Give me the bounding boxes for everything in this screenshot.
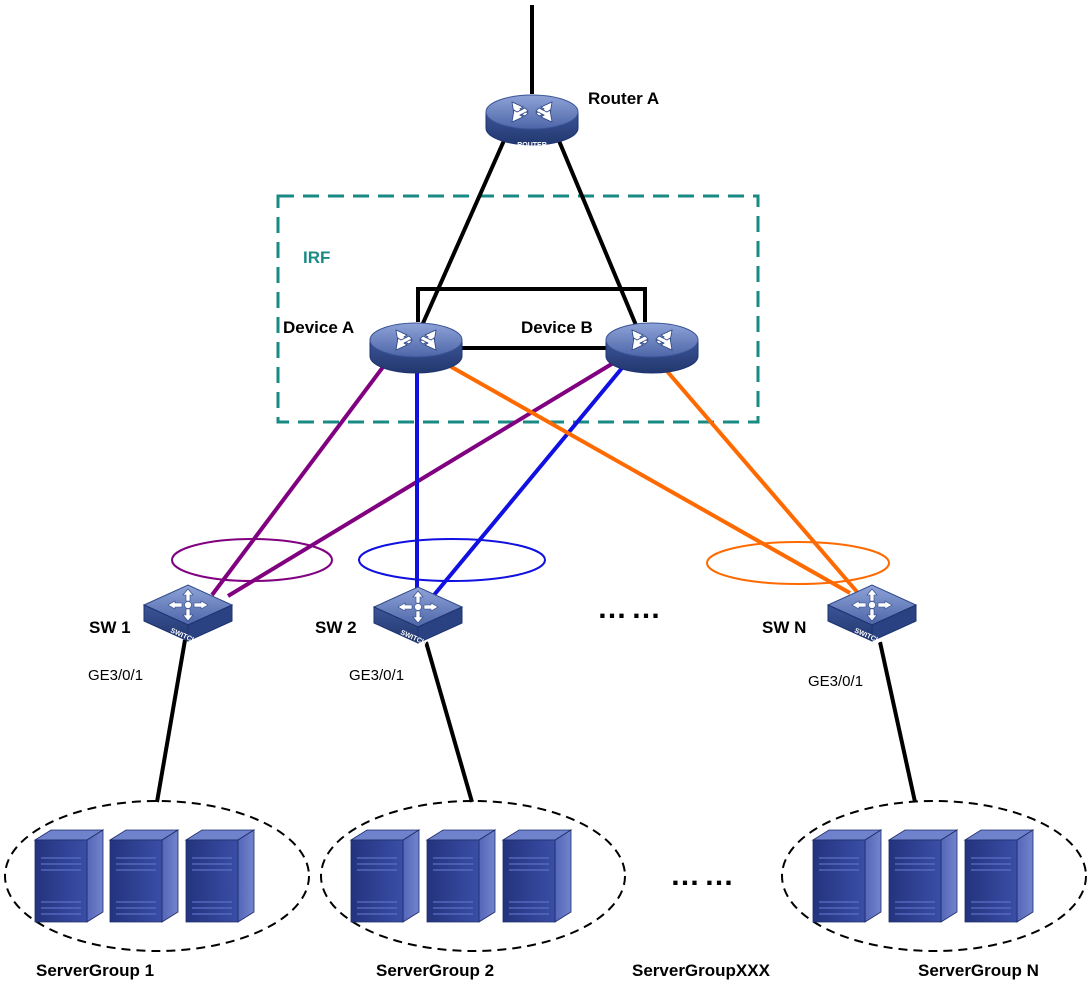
device-b-icon <box>605 322 699 374</box>
device-b-label: Device B <box>521 318 593 337</box>
server-icon <box>34 829 104 923</box>
aggregation-links-sw1 <box>210 360 617 598</box>
sw1-label: SW 1 <box>89 618 131 637</box>
link-router-device-a <box>418 135 508 331</box>
server-icon <box>109 829 179 923</box>
server-group-1-servers <box>34 829 255 923</box>
router-caption: ROUTER <box>517 142 547 149</box>
aggregation-links-swn <box>447 363 860 595</box>
sw1-port-label: GE3/0/1 <box>88 667 144 684</box>
sw2-label: SW 2 <box>315 618 357 637</box>
server-group-ring-1 <box>4 800 310 952</box>
server-group-ring-n <box>781 800 1087 952</box>
server-group-n-servers <box>812 829 1034 923</box>
server-group-ring-2 <box>320 800 626 952</box>
server-icon <box>888 829 958 923</box>
swn-port-label: GE3/0/1 <box>808 673 864 690</box>
aggregation-ring-sw2 <box>358 538 546 582</box>
server-group-xxx-label: ServerGroupXXX <box>632 961 770 980</box>
server-ellipsis: …… <box>670 859 738 892</box>
link-router-device-b <box>555 135 640 331</box>
router-icon <box>485 94 579 146</box>
device-a-icon <box>369 322 463 374</box>
server-group-2-label: ServerGroup 2 <box>376 961 495 980</box>
server-icon <box>350 829 420 923</box>
swn-label: SW N <box>762 618 807 637</box>
server-icon <box>502 829 572 923</box>
irf-link-upper <box>416 287 647 322</box>
sw1-switch-icon <box>143 584 233 642</box>
server-icon <box>185 829 255 923</box>
router-label: Router A <box>588 89 660 108</box>
sw2-port-label: GE3/0/1 <box>349 667 405 684</box>
link-sw2-servers <box>424 641 474 803</box>
server-icon <box>964 829 1034 923</box>
link-sw1-servers <box>155 639 187 803</box>
aggregation-links-sw2 <box>415 360 629 597</box>
switch-ellipsis: …… <box>597 592 665 625</box>
device-a-label: Device A <box>283 318 355 337</box>
server-group-n-label: ServerGroup N <box>918 961 1039 980</box>
irf-label: IRF <box>303 248 331 267</box>
irf-region <box>276 194 760 424</box>
swn-switch-icon <box>827 584 917 642</box>
server-icon <box>812 829 882 923</box>
sw2-switch-icon <box>373 586 463 644</box>
aggregation-ring-sw1 <box>171 538 333 582</box>
aggregation-ring-swn <box>706 541 890 585</box>
server-group-1-label: ServerGroup 1 <box>36 961 155 980</box>
server-group-2-servers <box>350 829 572 923</box>
link-swn-servers <box>878 641 917 803</box>
server-icon <box>426 829 496 923</box>
